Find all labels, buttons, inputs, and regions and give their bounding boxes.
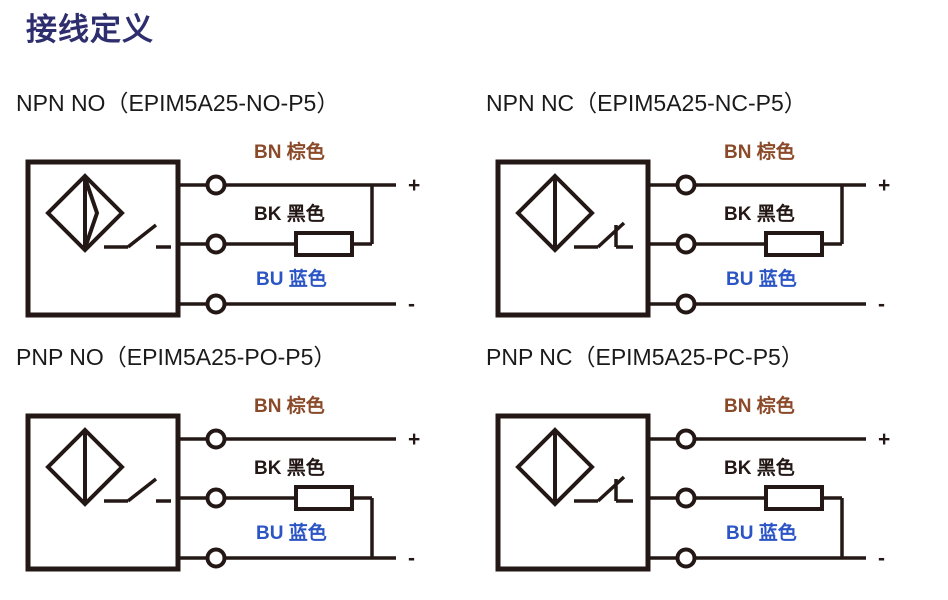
terminal-circle-icon (205, 233, 227, 255)
terminal-circle-icon (205, 174, 227, 196)
diagram-cell-npn-no: NPN NO（EPIM5A25-NO-P5） (8, 88, 478, 343)
wire-label-bu: BU 蓝色 (726, 267, 797, 290)
terminal-circle-icon (675, 487, 697, 509)
terminal-circle-icon (675, 547, 697, 569)
polarity-plus: + (878, 428, 890, 451)
polarity-minus: - (878, 547, 885, 570)
inductive-proximity-sensor-icon (515, 427, 595, 507)
diagram-cell-npn-nc: NPN NC（EPIM5A25-NC-P5） (478, 88, 948, 343)
terminal-circle-icon (675, 233, 697, 255)
resistor-icon (294, 231, 354, 257)
wire-label-bk: BK 黑色 (724, 202, 795, 225)
normally-closed-contact-icon (574, 475, 633, 503)
diagram-cell-pnp-no: PNP NO（EPIM5A25-PO-P5） BN 棕色 + (8, 342, 478, 597)
inductive-proximity-sensor-icon (45, 427, 125, 507)
normally-open-contact-icon (104, 477, 171, 503)
wire-bk (648, 185, 844, 246)
wire-bk (178, 496, 374, 558)
normally-open-contact-icon (104, 223, 171, 249)
sensor-body (495, 159, 651, 318)
resistor-icon (294, 485, 354, 511)
diagram-heading: PNP NO（EPIM5A25-PO-P5） (16, 344, 337, 370)
diagram-canvas-npn-nc: BN 棕色 + BK 黑色 BU 蓝色 - (478, 126, 938, 346)
wire-label-bn: BN 棕色 (254, 140, 325, 163)
terminal-circle-icon (675, 293, 697, 315)
wire-label-bk: BK 黑色 (254, 202, 325, 225)
diagram-canvas-pnp-nc: BN 棕色 + BK 黑色 BU 蓝色 - (478, 380, 938, 600)
normally-closed-contact-icon (574, 221, 633, 249)
diagram-heading: PNP NC（EPIM5A25-PC-P5） (486, 344, 804, 370)
wire-bk (178, 185, 374, 246)
wire-label-bu: BU 蓝色 (256, 267, 327, 290)
sensor-body (25, 159, 181, 318)
terminal-circle-icon (205, 428, 227, 450)
inductive-proximity-sensor-icon (515, 173, 595, 253)
sensor-body (25, 413, 181, 572)
diagram-canvas-npn-no: BN 棕色 + BK 黑色 BU 蓝色 - (8, 126, 468, 346)
wire-label-bu: BU 蓝色 (726, 521, 797, 544)
wiring-svg: BN 棕色 + BK 黑色 BU 蓝色 - (495, 394, 890, 572)
wire-label-bk: BK 黑色 (724, 456, 795, 479)
diagram-canvas-pnp-no: BN 棕色 + BK 黑色 BU 蓝色 - (8, 380, 468, 600)
sensor-body (495, 413, 651, 572)
wire-label-bk: BK 黑色 (254, 456, 325, 479)
wiring-svg: BN 棕色 + BK 黑色 BU 蓝色 - (25, 140, 420, 318)
resistor-icon (764, 485, 824, 511)
polarity-minus: - (408, 293, 415, 316)
resistor-icon (764, 231, 824, 257)
polarity-minus: - (408, 547, 415, 570)
wire-label-bn: BN 棕色 (724, 394, 795, 417)
wire-bk (648, 496, 844, 558)
page-title: 接线定义 (26, 12, 154, 47)
wire-label-bu: BU 蓝色 (256, 521, 327, 544)
polarity-plus: + (878, 174, 890, 197)
terminal-circle-icon (205, 293, 227, 315)
polarity-plus: + (408, 428, 420, 451)
terminal-circle-icon (205, 547, 227, 569)
polarity-minus: - (878, 293, 885, 316)
diagram-heading: NPN NC（EPIM5A25-NC-P5） (486, 90, 807, 116)
wire-label-bn: BN 棕色 (724, 140, 795, 163)
wire-label-bn: BN 棕色 (254, 394, 325, 417)
terminal-circle-icon (205, 487, 227, 509)
diagram-cell-pnp-nc: PNP NC（EPIM5A25-PC-P5） BN 棕色 (478, 342, 948, 597)
terminal-circle-icon (675, 174, 697, 196)
polarity-plus: + (408, 174, 420, 197)
inductive-proximity-sensor-icon (45, 173, 125, 253)
diagram-heading: NPN NO（EPIM5A25-NO-P5） (16, 90, 340, 116)
wiring-svg: BN 棕色 + BK 黑色 BU 蓝色 - (25, 394, 420, 572)
wiring-svg: BN 棕色 + BK 黑色 BU 蓝色 - (495, 140, 890, 318)
terminal-circle-icon (675, 428, 697, 450)
